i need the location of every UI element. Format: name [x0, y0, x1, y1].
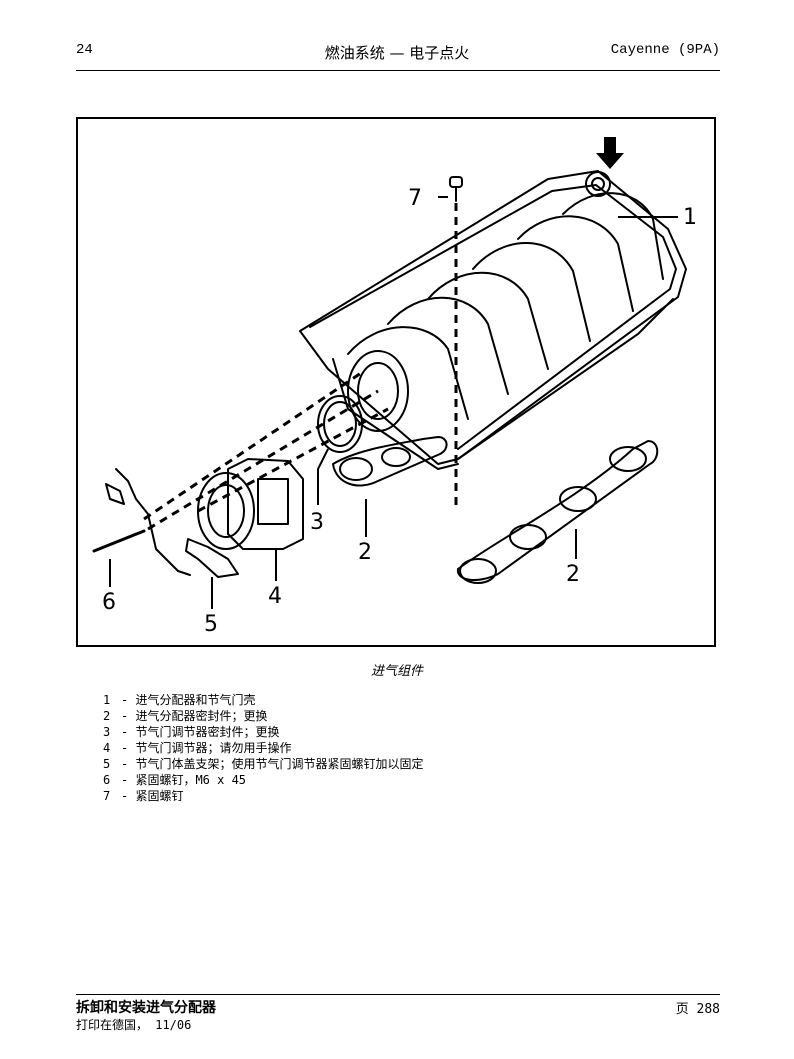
- base-flange-left: [332, 358, 459, 470]
- manifold-inner-rim: [309, 184, 677, 450]
- base-flange-right: [457, 298, 674, 460]
- sensor-wire: [115, 468, 191, 576]
- runner-1: [347, 326, 469, 420]
- leader-3: [317, 448, 329, 505]
- manifold-outline: [299, 170, 687, 465]
- legend-item: 6- 紧固螺钉，M6 x 45: [103, 773, 247, 787]
- page-number: 24: [76, 42, 93, 58]
- section-title: 燃油系统 — 电子点火: [324, 44, 470, 62]
- callout-2b: 2: [566, 562, 580, 587]
- figure-caption: 进气组件: [370, 664, 423, 679]
- manifold-throttle-opening: [347, 350, 409, 432]
- callout-6: 6: [102, 590, 116, 615]
- intake-assembly-figure: 1 2 2 3 4 5 6 7: [76, 117, 716, 647]
- parts-legend: 1- 进气分配器和节气门壳 2- 进气分配器密封件；更换 3- 节气门调节器密封…: [103, 692, 423, 804]
- legend-item: 2- 进气分配器密封件；更换: [103, 709, 268, 723]
- exploded-view-drawing: 1 2 2 3 4 5 6 7: [92, 137, 697, 637]
- procedure-title: 拆卸和安装进气分配器: [76, 1000, 216, 1016]
- rear-port: [585, 171, 611, 197]
- runner-6: [562, 192, 664, 280]
- callout-1: 1: [683, 205, 697, 230]
- assembly-line-throttle: [147, 389, 379, 531]
- model-label: Cayenne (9PA): [610, 42, 720, 58]
- throttle-actuator: [257, 478, 289, 525]
- runner-5: [517, 215, 634, 312]
- callout-7: 7: [408, 186, 422, 211]
- runner-4: [472, 242, 591, 342]
- direction-arrow-icon: [596, 137, 624, 169]
- legend-item: 4- 节气门调节器；请勿用手操作: [103, 741, 292, 755]
- bolt-m6: [92, 529, 146, 553]
- legend-item: 1- 进气分配器和节气门壳: [103, 693, 256, 707]
- fastening-screw: [449, 176, 463, 188]
- callout-5: 5: [204, 612, 218, 637]
- manifold-gasket-small: [332, 436, 448, 487]
- callout-2a: 2: [358, 540, 372, 565]
- throttle-bracket: [185, 538, 239, 578]
- legend-item: 3- 节气门调节器密封件；更换: [103, 725, 280, 739]
- callout-4: 4: [268, 584, 282, 609]
- manifold-gasket-large: [456, 440, 659, 581]
- header-rule: [76, 70, 720, 71]
- runner-3: [427, 271, 549, 370]
- print-info: 打印在德国， 11/06: [76, 1018, 192, 1032]
- page-label: 页 288: [675, 1002, 720, 1017]
- small-clip: [105, 483, 125, 505]
- legend-item: 5- 节气门体盖支架；使用节气门调节器紧固螺钉加以固定: [103, 757, 424, 771]
- legend-item: 7- 紧固螺钉: [103, 789, 184, 803]
- footer-rule: [76, 994, 720, 995]
- runner-2: [387, 296, 509, 395]
- throttle-body: [227, 458, 304, 550]
- callout-3: 3: [310, 510, 324, 535]
